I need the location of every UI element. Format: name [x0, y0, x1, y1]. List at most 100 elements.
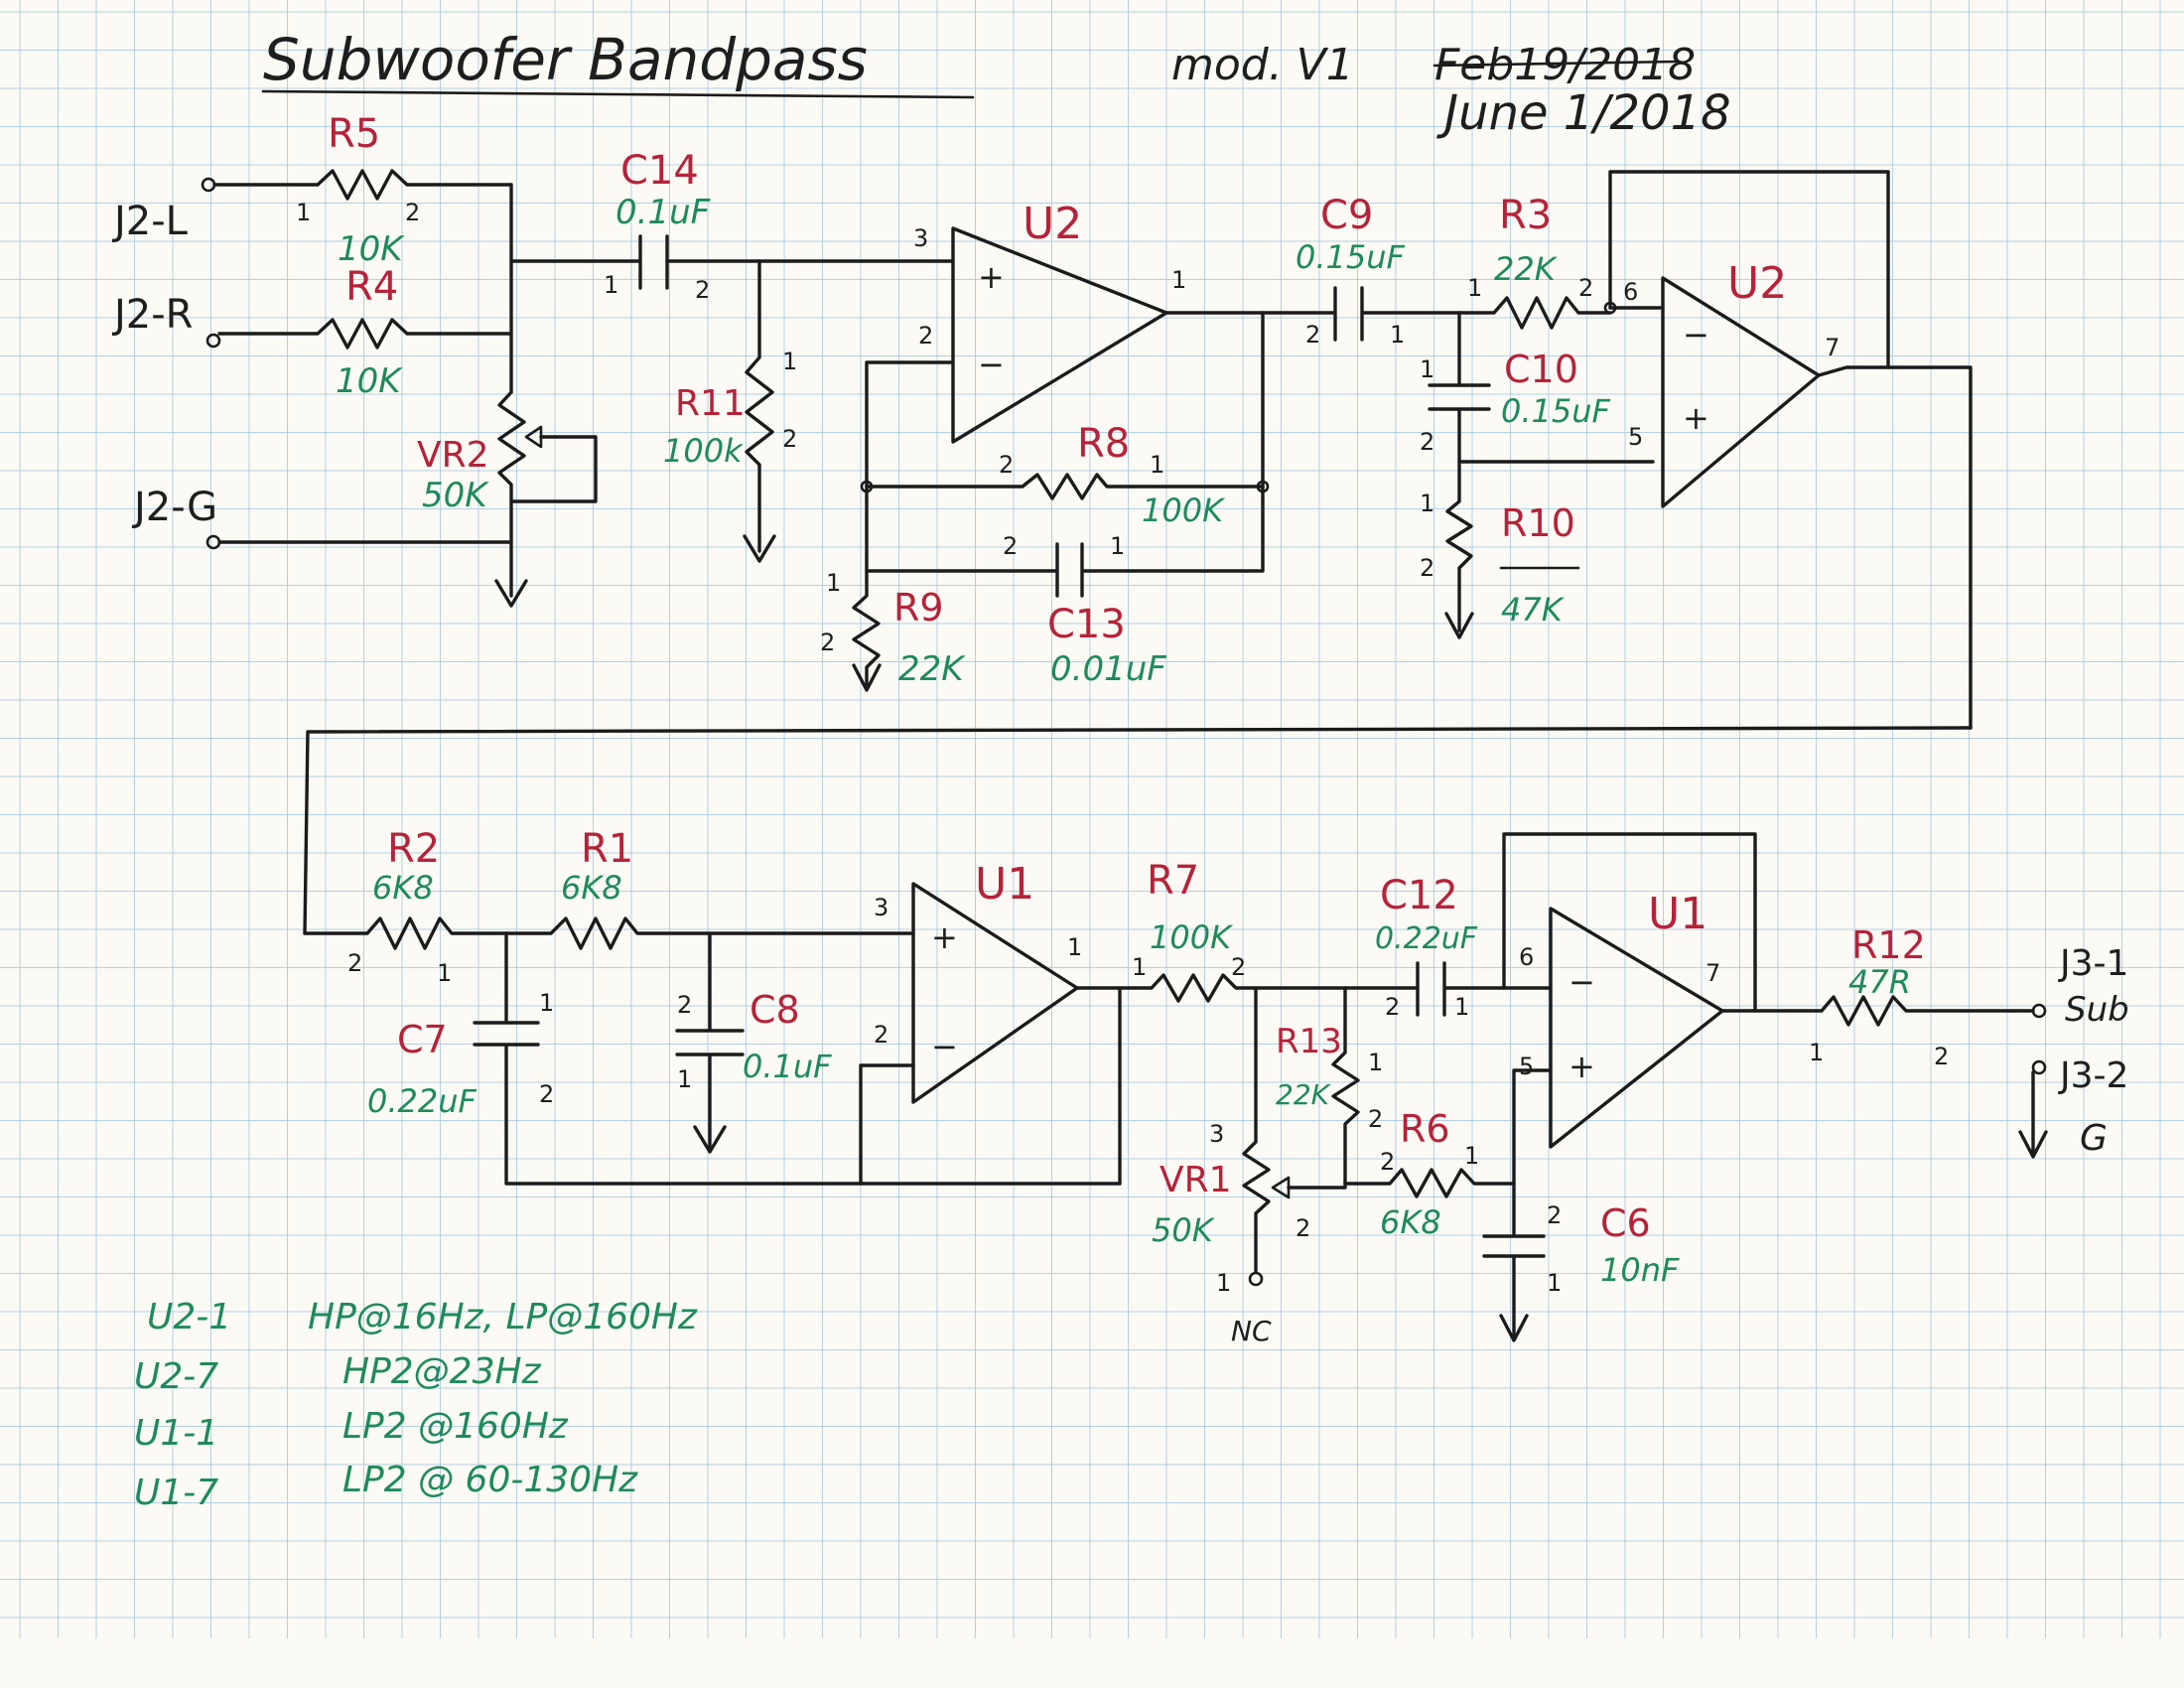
c14-value: 0.1uF	[615, 193, 711, 232]
u2b-output-wire	[1817, 365, 1973, 730]
r10-ref: R10	[1501, 501, 1575, 545]
u2b-feedback-wire	[1608, 170, 1890, 369]
vr2-wiper-wire	[509, 435, 598, 503]
svg-text:1: 1	[1067, 933, 1082, 961]
r7-resistor	[1118, 973, 1347, 1003]
c12-value: 0.22uF	[1375, 921, 1478, 956]
svg-text:1: 1	[539, 989, 554, 1017]
note-pin: U2-7	[134, 1356, 218, 1397]
svg-text:1: 1	[1132, 953, 1147, 981]
svg-text:3: 3	[1209, 1120, 1224, 1148]
r4-resistor	[217, 318, 513, 350]
u2-opamp-b	[1661, 276, 1821, 508]
j2-g-terminal	[205, 534, 221, 550]
r4-value: 10K	[336, 361, 403, 401]
c10-capacitor	[1428, 311, 1655, 464]
svg-text:+: +	[1683, 399, 1709, 437]
g-label: G	[2080, 1118, 2108, 1159]
title-underline	[261, 89, 975, 99]
j2-l-terminal	[201, 177, 216, 193]
vr1-value: 50K	[1152, 1211, 1216, 1249]
revision-label: mod. V1	[1171, 40, 1354, 90]
u2b-ref: U2	[1727, 258, 1787, 309]
r7-ref: R7	[1147, 858, 1199, 904]
svg-text:2: 2	[1003, 532, 1018, 560]
svg-text:1: 1	[826, 569, 841, 597]
note-pin: U1-7	[134, 1473, 218, 1513]
svg-text:2: 2	[539, 1080, 554, 1108]
j2-r-label: J2-R	[111, 292, 193, 338]
r10-resistor	[1445, 460, 1473, 633]
svg-text:1: 1	[1150, 451, 1164, 479]
c9-value: 0.15uF	[1296, 238, 1406, 276]
vr1-ref: VR1	[1160, 1160, 1232, 1200]
c12-capacitor	[1343, 961, 1506, 1017]
svg-text:1: 1	[1809, 1039, 1824, 1066]
r11-value: 100k	[663, 432, 744, 470]
vr1-wiper-wire	[1287, 1182, 1347, 1190]
svg-text:2: 2	[347, 949, 362, 977]
svg-text:2: 2	[1296, 1214, 1310, 1242]
u1b-feedback-wire	[1502, 832, 1757, 1013]
svg-text:3: 3	[874, 894, 888, 921]
r11-ref: R11	[675, 383, 746, 424]
j2-g-label: J2-G	[131, 485, 217, 530]
u2a-output-wire	[1164, 311, 1265, 489]
r4-ref: R4	[345, 264, 398, 310]
c8-ref: C8	[750, 988, 800, 1032]
sheet-title: Subwoofer Bandpass	[263, 26, 868, 93]
c9-capacitor	[1261, 286, 1461, 342]
svg-text:+: +	[931, 918, 958, 956]
svg-text:2: 2	[405, 199, 420, 226]
c14-ref: C14	[620, 148, 699, 194]
svg-text:2: 2	[918, 322, 933, 350]
c7-capacitor	[473, 931, 1122, 1186]
svg-text:6: 6	[1519, 943, 1534, 971]
svg-text:2: 2	[782, 425, 797, 453]
svg-text:2: 2	[1420, 428, 1434, 456]
svg-text:+: +	[978, 258, 1005, 296]
svg-text:6: 6	[1623, 278, 1638, 306]
r8-resistor	[865, 473, 1265, 500]
r1-resistor	[504, 916, 915, 950]
svg-text:1: 1	[1420, 355, 1434, 383]
r12-value: 47R	[1848, 963, 1911, 1001]
svg-text:2: 2	[1385, 993, 1400, 1021]
svg-text:1: 1	[1464, 1142, 1479, 1170]
vr2-ref: VR2	[417, 435, 489, 476]
svg-text:1: 1	[1390, 321, 1405, 349]
r8-value: 100K	[1142, 492, 1226, 529]
u1-opamp-a	[911, 882, 1079, 1104]
svg-text:1: 1	[782, 348, 797, 375]
c7-value: 0.22uF	[367, 1082, 478, 1120]
svg-text:2: 2	[874, 1021, 888, 1049]
svg-text:2: 2	[999, 451, 1014, 479]
notes-block: U2-1 HP@16Hz, LP@160Hz U2-7 HP2@23Hz U1-…	[134, 1297, 698, 1513]
vr2-potentiometer	[497, 390, 526, 598]
c6-ref: C6	[1600, 1201, 1651, 1245]
r9-value: 22K	[898, 649, 966, 689]
r5-resistor	[316, 169, 513, 201]
svg-text:−: −	[978, 346, 1005, 383]
svg-text:2: 2	[1934, 1043, 1949, 1070]
svg-text:1: 1	[1454, 993, 1469, 1021]
c7-ref: C7	[397, 1018, 448, 1061]
svg-text:2: 2	[1420, 554, 1434, 582]
vr2-value: 50K	[422, 476, 489, 515]
c12-ref: C12	[1380, 873, 1458, 918]
r6-value: 6K8	[1380, 1203, 1441, 1241]
u2a-ref: U2	[1023, 199, 1082, 249]
svg-text:7: 7	[1825, 334, 1840, 361]
vr2-ground-arrow	[494, 579, 528, 608]
r6-ref: R6	[1400, 1107, 1450, 1151]
c10-value: 0.15uF	[1501, 392, 1611, 430]
svg-text:−: −	[931, 1028, 958, 1065]
svg-text:+: +	[1569, 1048, 1595, 1085]
svg-text:−: −	[1683, 316, 1709, 353]
c6-capacitor	[1482, 1182, 1546, 1337]
note-text: HP@16Hz, LP@160Hz	[308, 1297, 698, 1337]
svg-text:1: 1	[604, 271, 618, 299]
vr1-potentiometer	[1242, 986, 1271, 1273]
svg-text:2: 2	[820, 629, 835, 656]
